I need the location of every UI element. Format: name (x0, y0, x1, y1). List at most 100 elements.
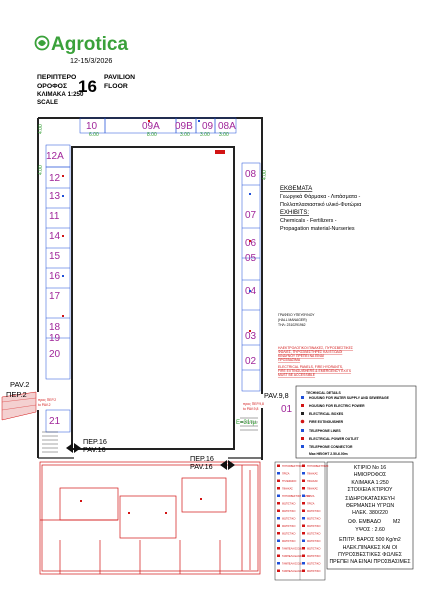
to-pav98-gr: προς ΠΕΡ.9,8 (243, 402, 264, 406)
dim-right: 4.00 (262, 170, 268, 180)
legend-right: ΠΥΡΟΣΒΕΣΤΗΡΑΣΠΙΝΑΚΑΣΠΙΝΑΚΑΣΠΙΝΑΚΑΣΠΡΙΖΑΠ… (302, 464, 329, 573)
stand-21: 21 (49, 416, 61, 427)
legend-right-label: ΠΙΝΑΚΑΣ (307, 473, 318, 476)
floor-label-en: FLOOR (104, 83, 128, 90)
per16-label-a: ΠΕΡ.16 (83, 437, 107, 446)
to-pav2-gr: προς ΠΕΡ.2 (38, 398, 56, 402)
legend-symbol-icon (302, 562, 305, 565)
technical-title: TECHNICAL DETAILS (306, 391, 341, 395)
exhibits-title-gr: ΕΚΘΕΜΑΤΑ (280, 186, 312, 192)
legend-left-label: ΤΗΛΕΦΩΝΟ (282, 480, 296, 483)
dim-10: 6.00 (89, 132, 99, 138)
to-pav2-en: to PAV.2 (38, 403, 51, 407)
building-warn-3: ΠΡΕΠΕΙ ΝΑ ΕΙΝΑΙ ΠΡΟΣΒΑΣΙΜΕΣ (329, 559, 410, 565)
legend-left-label: ΦΩΤΙΣΤΙΚΟ (282, 518, 295, 521)
legend-symbol-icon (302, 517, 305, 520)
legend-symbol-icon (302, 524, 305, 527)
legend-right-label: ΦΩΤΙΣΤΙΚΟ (307, 570, 320, 573)
legend-left-label: ΦΩΤΙΣΤΙΚΟ (282, 540, 295, 543)
stand-15: 15 (49, 251, 61, 262)
pavilion-number: 16 (78, 77, 97, 96)
pav98-label: PAV.9,8 (264, 391, 289, 400)
stand-07: 07 (245, 210, 257, 221)
stand-11: 11 (49, 211, 60, 222)
stand-09: 09 (202, 121, 214, 132)
stand-10: 10 (86, 121, 98, 132)
legend-symbol-icon (277, 524, 280, 527)
brand-name: Agrotica (51, 34, 129, 55)
legend-symbol-icon (302, 509, 305, 512)
legend-left-label: ΠΡΙΖΑ (282, 473, 290, 476)
legend-symbol-icon (302, 472, 305, 475)
pav16-label-a: PAV.16 (83, 445, 106, 454)
entrance-pav16-right: ΠΕΡ.16 PAV.16 (190, 454, 235, 471)
lower-level-plan (39, 461, 261, 575)
tech-item-boxes: ELECTRICAL BOXES (309, 412, 344, 416)
legend-symbol-icon (302, 547, 305, 550)
right-stands-grid (241, 162, 261, 392)
technical-items: HOUSING FOR WATER SUPPLY AND SEWERAGE HO… (300, 396, 390, 456)
agrotica-logo: Agrotica (34, 34, 129, 55)
notice-en-2: FIRE EXTINGUISHERS & EMERGENCY EXITS (278, 369, 352, 373)
stand-12: 12 (49, 173, 61, 184)
e-area-label: Ε=31τμ. (236, 420, 258, 426)
dim-left-a: 4.00 (38, 124, 44, 134)
legend-symbol-icon (277, 554, 280, 557)
scale-label-en: SCALE (37, 99, 58, 106)
legend-symbol-icon (277, 502, 280, 505)
central-void (71, 146, 235, 450)
dim-09: 3.00 (200, 132, 210, 138)
event-date: 12-15/3/2026 (70, 56, 112, 65)
building-info: ΚΤΙΡΙΟ No 16 ΗΜΙΟΡΟΦΟΣ ΚΛΙΜΑΚΑ 1:250 ΣΤΟ… (326, 461, 414, 570)
legend-symbol-icon (302, 532, 305, 535)
building-load: ΕΠΙΤΡ. ΒΑΡΟΣ 500 Kg/m2 (339, 537, 401, 543)
tech-item-outlet: ELECTRICAL POWER OUTLET (309, 437, 360, 441)
tech-item-telephone: TELEPHONE LINES (309, 429, 341, 433)
legend-symbol-icon (302, 554, 305, 557)
lower-level-red-cells (80, 498, 202, 514)
notice-gr-4: ΠΡΟΣΒΑΣΙΜΑ (278, 358, 301, 362)
legend-symbol-icon (302, 479, 305, 482)
accessibility-notice: ΗΛΕΚΤΡΟΛΟΓΙΚΟΙ ΠΙΝΑΚΕΣ, ΠΥΡΟΣΒΕΣΤΙΚΕΣ ΦΩ… (278, 346, 353, 377)
stand-17: 17 (49, 291, 61, 302)
building-heating: ΘΕΡΜΑΝΣΗ ΥΓΡΩΝ (346, 503, 394, 509)
stand-18: 18 (49, 322, 61, 333)
tech-item-fire: FIRE EXTINGUISHER (309, 420, 344, 424)
stand-20: 20 (49, 349, 61, 360)
dim-09b: 3.00 (180, 132, 190, 138)
top-stands (79, 117, 237, 134)
legend-right-label: ΠΡΙΖΑ (307, 495, 315, 498)
logo-leaf-icon (34, 35, 50, 51)
stand-14: 14 (49, 231, 61, 242)
building-area-unit: Μ2 (393, 519, 400, 525)
power-outlet-icon (301, 437, 304, 440)
building-power: ΗΛΕΚ. 380/220 (352, 510, 388, 516)
per2-label: ΠΕΡ.2 (6, 390, 27, 399)
entrance-arrow-left-icon (220, 460, 227, 470)
tech-item-power: HOUSING FOR ELECTRIC POWER (309, 404, 365, 408)
legend-symbol-icon (277, 532, 280, 535)
pav16-label-b: PAV.16 (190, 462, 213, 471)
legend-symbol-icon (277, 494, 280, 497)
exhibits-line1-en: Chemicals - Fertilizers - (280, 218, 337, 224)
legend-right-label: ΦΩΤΙΣΤΙΚΟ (307, 510, 320, 513)
exhibits-title-en: EXHIBITS: (280, 210, 309, 216)
legend-symbol-icon (277, 539, 280, 542)
stairs (42, 417, 258, 453)
notice-gr-1: ΗΛΕΚΤΡΟΛΟΓΙΚΟΙ ΠΙΝΑΚΕΣ, ΠΥΡΟΣΒΕΣΤΙΚΕΣ (278, 346, 353, 350)
legend-symbol-icon (277, 547, 280, 550)
notice-gr-3: ΚΙΝΔΥΝΟΥ ΠΡΕΠΕΙ ΝΑ ΕΙΝΑΙ (278, 354, 324, 358)
passage-to-pav98: PAV.9,8 προς ΠΕΡ.9,8 to PAV.9,8 Ε=31τμ. (236, 391, 289, 426)
legend-left-label: ΤΑΜΠΕΛΑ ΕΞΟΔΟΥ (282, 555, 305, 558)
stand-01: 01 (281, 404, 293, 415)
legend-symbol-icon (277, 562, 280, 565)
passage-to-pav2: PAV.2 ΠΕΡ.2 προς ΠΕΡ.2 to PAV.2 (1, 380, 56, 421)
building-warn-1: ΗΛΕΚ.ΠΙΝΑΚΕΣ ΚΑΙ ΟΙ (343, 545, 398, 551)
legend-symbol-icon (302, 502, 305, 505)
legend-left-label: ΠΥΡΟΣΒΕΣΤΙΚΗ ΦΩΛΙΑ (282, 495, 310, 498)
pavilion-label-en: PAVILION (104, 74, 135, 81)
legend-left-label: ΦΩΤΙΣΤΙΚΟ (282, 533, 295, 536)
tech-item-height: Max HEIGHT 2.50-6.00m (309, 452, 348, 456)
stand-09b: 09B (175, 121, 193, 132)
